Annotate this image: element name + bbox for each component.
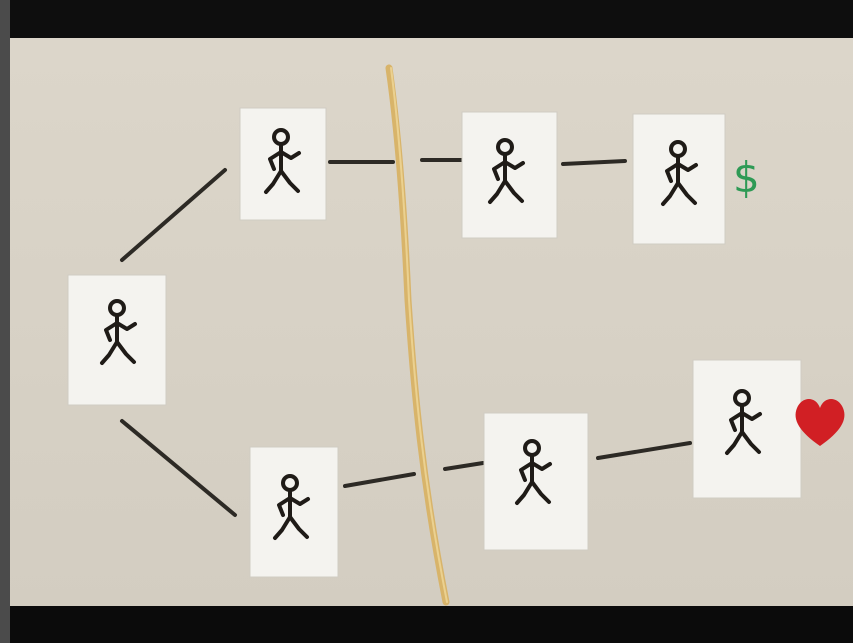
link-upper2-upper3: [561, 159, 627, 166]
divider-strand: [385, 64, 450, 606]
link-lower1-left-segment: [343, 472, 416, 488]
heart-icon: [795, 399, 845, 446]
person-card-lower-1: [249, 446, 339, 578]
link-lower1-right-segment: [443, 461, 485, 471]
link-lower2-lower3: [596, 441, 692, 460]
dollar-sign-icon: $: [733, 153, 760, 202]
person-card-upper-1: [239, 107, 327, 221]
link-root-lower: [120, 419, 237, 517]
person-card-lower-2: [483, 412, 589, 551]
link-root-upper: [120, 168, 227, 262]
bottom-letterbox-bar: [10, 606, 853, 643]
divider-highlight: [390, 67, 448, 603]
person-card-lower-3: [692, 359, 802, 499]
person-card-root: [67, 274, 167, 406]
person-card-upper-2: [461, 111, 558, 239]
top-letterbox-bar: [10, 0, 853, 38]
person-card-upper-3: [632, 113, 726, 245]
left-edge-bar: [0, 0, 10, 643]
